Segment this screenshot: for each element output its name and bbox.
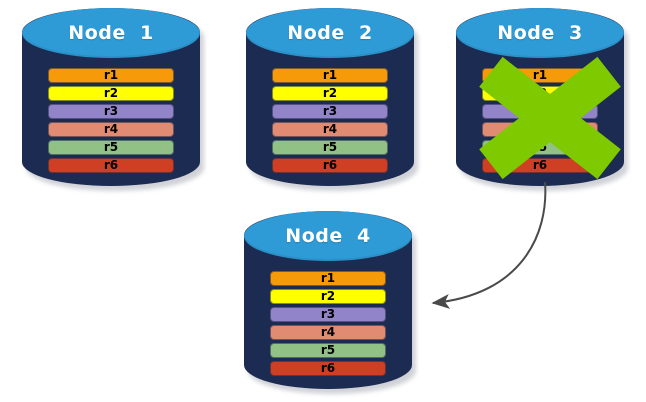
node-2[interactable]: Node 2 r1 r2 r3 r4 r5 r6 [246, 8, 418, 191]
record-r1[interactable]: r1 [270, 271, 386, 286]
node-1-records: r1 r2 r3 r4 r5 r6 [22, 68, 200, 173]
node-4-cylinder-top [244, 211, 412, 261]
node-4[interactable]: Node 4 r1 r2 r3 r4 r5 r6 [244, 211, 416, 394]
record-r1[interactable]: r1 [48, 68, 174, 83]
node-3-cylinder-top [456, 8, 624, 58]
record-r3[interactable]: r3 [482, 104, 598, 119]
record-r2[interactable]: r2 [482, 86, 598, 101]
node-4-records: r1 r2 r3 r4 r5 r6 [244, 271, 412, 376]
record-r5[interactable]: r5 [270, 343, 386, 358]
node-1-label: Node 1 [68, 22, 154, 44]
record-r4[interactable]: r4 [48, 122, 174, 137]
record-r3[interactable]: r3 [48, 104, 174, 119]
record-r5[interactable]: r5 [482, 140, 598, 155]
record-r2[interactable]: r2 [48, 86, 174, 101]
node3-to-node4-arrow [431, 181, 547, 309]
node-3[interactable]: Node 3 r1 r2 r3 r4 r5 r6 [456, 8, 628, 191]
record-r4[interactable]: r4 [270, 325, 386, 340]
node-4-label: Node 4 [285, 225, 371, 247]
record-r3[interactable]: r3 [270, 307, 386, 322]
record-r2[interactable]: r2 [270, 289, 386, 304]
node-1[interactable]: Node 1 r1 r2 r3 r4 r5 r6 [22, 8, 204, 191]
node-3-label: Node 3 [497, 22, 583, 44]
record-r6[interactable]: r6 [272, 158, 388, 173]
record-r6[interactable]: r6 [482, 158, 598, 173]
record-r5[interactable]: r5 [272, 140, 388, 155]
record-r1[interactable]: r1 [482, 68, 598, 83]
record-r3[interactable]: r3 [272, 104, 388, 119]
node-3-records: r1 r2 r3 r4 r5 r6 [456, 68, 624, 173]
record-r6[interactable]: r6 [270, 361, 386, 376]
record-r4[interactable]: r4 [272, 122, 388, 137]
node-2-label: Node 2 [287, 22, 373, 44]
node-1-cylinder-top [22, 8, 200, 58]
record-r6[interactable]: r6 [48, 158, 174, 173]
record-r2[interactable]: r2 [272, 86, 388, 101]
record-r1[interactable]: r1 [272, 68, 388, 83]
node-2-cylinder-top [246, 8, 414, 58]
node-2-records: r1 r2 r3 r4 r5 r6 [246, 68, 414, 173]
record-r5[interactable]: r5 [48, 140, 174, 155]
record-r4[interactable]: r4 [482, 122, 598, 137]
